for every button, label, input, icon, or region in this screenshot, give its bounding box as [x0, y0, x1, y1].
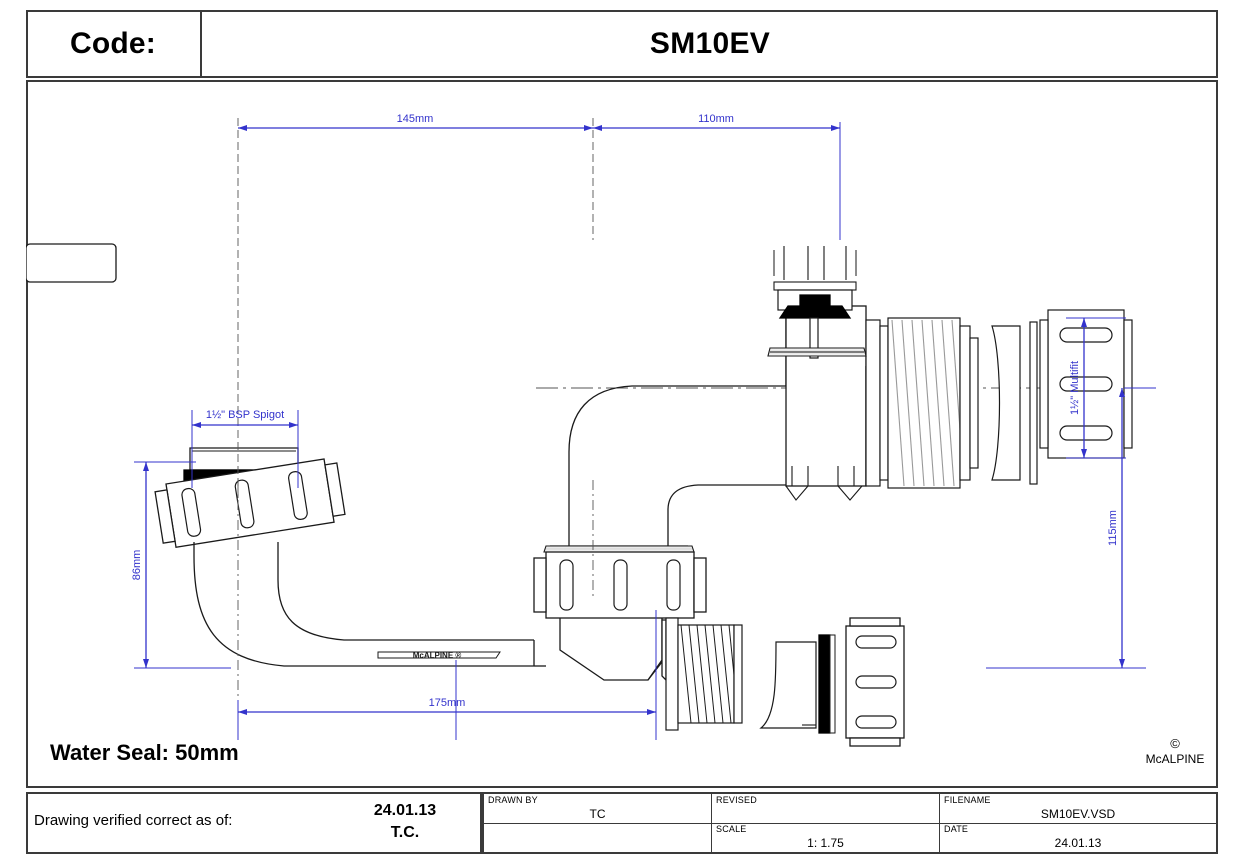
verified-label: Drawing verified correct as of:: [34, 812, 233, 829]
drawing-frame: [26, 80, 1218, 788]
drawn-by-label: DRAWN BY: [488, 795, 538, 805]
filename-cell: FILENAME SM10EV.VSD: [940, 794, 1216, 823]
water-seal-note: Water Seal: 50mm: [50, 740, 239, 765]
title-block-divider: [484, 823, 1216, 824]
copyright-icon: ©: [1170, 736, 1180, 751]
brand-mark: © McALPINE: [1120, 736, 1230, 767]
drawn-by-value: TC: [589, 807, 606, 821]
trap-assembly-drawing: 145mm 110mm 1½" BSP Spigot 175mm 86mm 1½…: [26, 80, 1218, 788]
dim-top-left-label: 145mm: [397, 113, 434, 125]
scale-label: SCALE: [716, 824, 747, 834]
dim-outlet-size-label: 1½" Multifit: [1069, 361, 1081, 415]
dim-inlet-thread-label: 1½" BSP Spigot: [206, 409, 284, 421]
date-cell: DATE 24.01.13: [940, 823, 1216, 852]
title-block: DRAWN BY TC REVISED FILENAME SM10EV.VSD …: [482, 792, 1218, 854]
verified-date-block: 24.01.13 T.C.: [340, 800, 470, 843]
title-band: [26, 10, 1218, 78]
scale-value: 1: 1.75: [807, 836, 844, 850]
filename-value: SM10EV.VSD: [1040, 807, 1116, 821]
dim-right-height-label: 115mm: [1107, 510, 1119, 546]
body-brand-emboss: McALPINE ®: [413, 651, 462, 660]
code-value-cell: SM10EV: [202, 10, 1218, 78]
dim-left-height-label: 86mm: [131, 550, 143, 581]
verified-date: 24.01.13: [373, 802, 437, 819]
filename-label: FILENAME: [944, 795, 991, 805]
dim-top-right-label: 110mm: [698, 113, 734, 125]
drawn-by-cell: DRAWN BY TC: [484, 794, 712, 823]
scale-cell: SCALE 1: 1.75: [712, 823, 940, 852]
blank-cell: [484, 823, 712, 852]
revised-cell: REVISED: [712, 794, 940, 823]
code-label: Code:: [70, 27, 156, 60]
date-value: 24.01.13: [1054, 836, 1102, 850]
verification-block: [26, 792, 482, 854]
code-label-cell: Code:: [26, 10, 202, 78]
verified-initials: T.C.: [390, 823, 420, 841]
brand-name: McALPINE: [1145, 752, 1205, 767]
dim-bottom-width-label: 175mm: [429, 697, 466, 709]
revised-label: REVISED: [716, 795, 757, 805]
date-label: DATE: [944, 824, 969, 834]
product-code: SM10EV: [649, 27, 771, 60]
